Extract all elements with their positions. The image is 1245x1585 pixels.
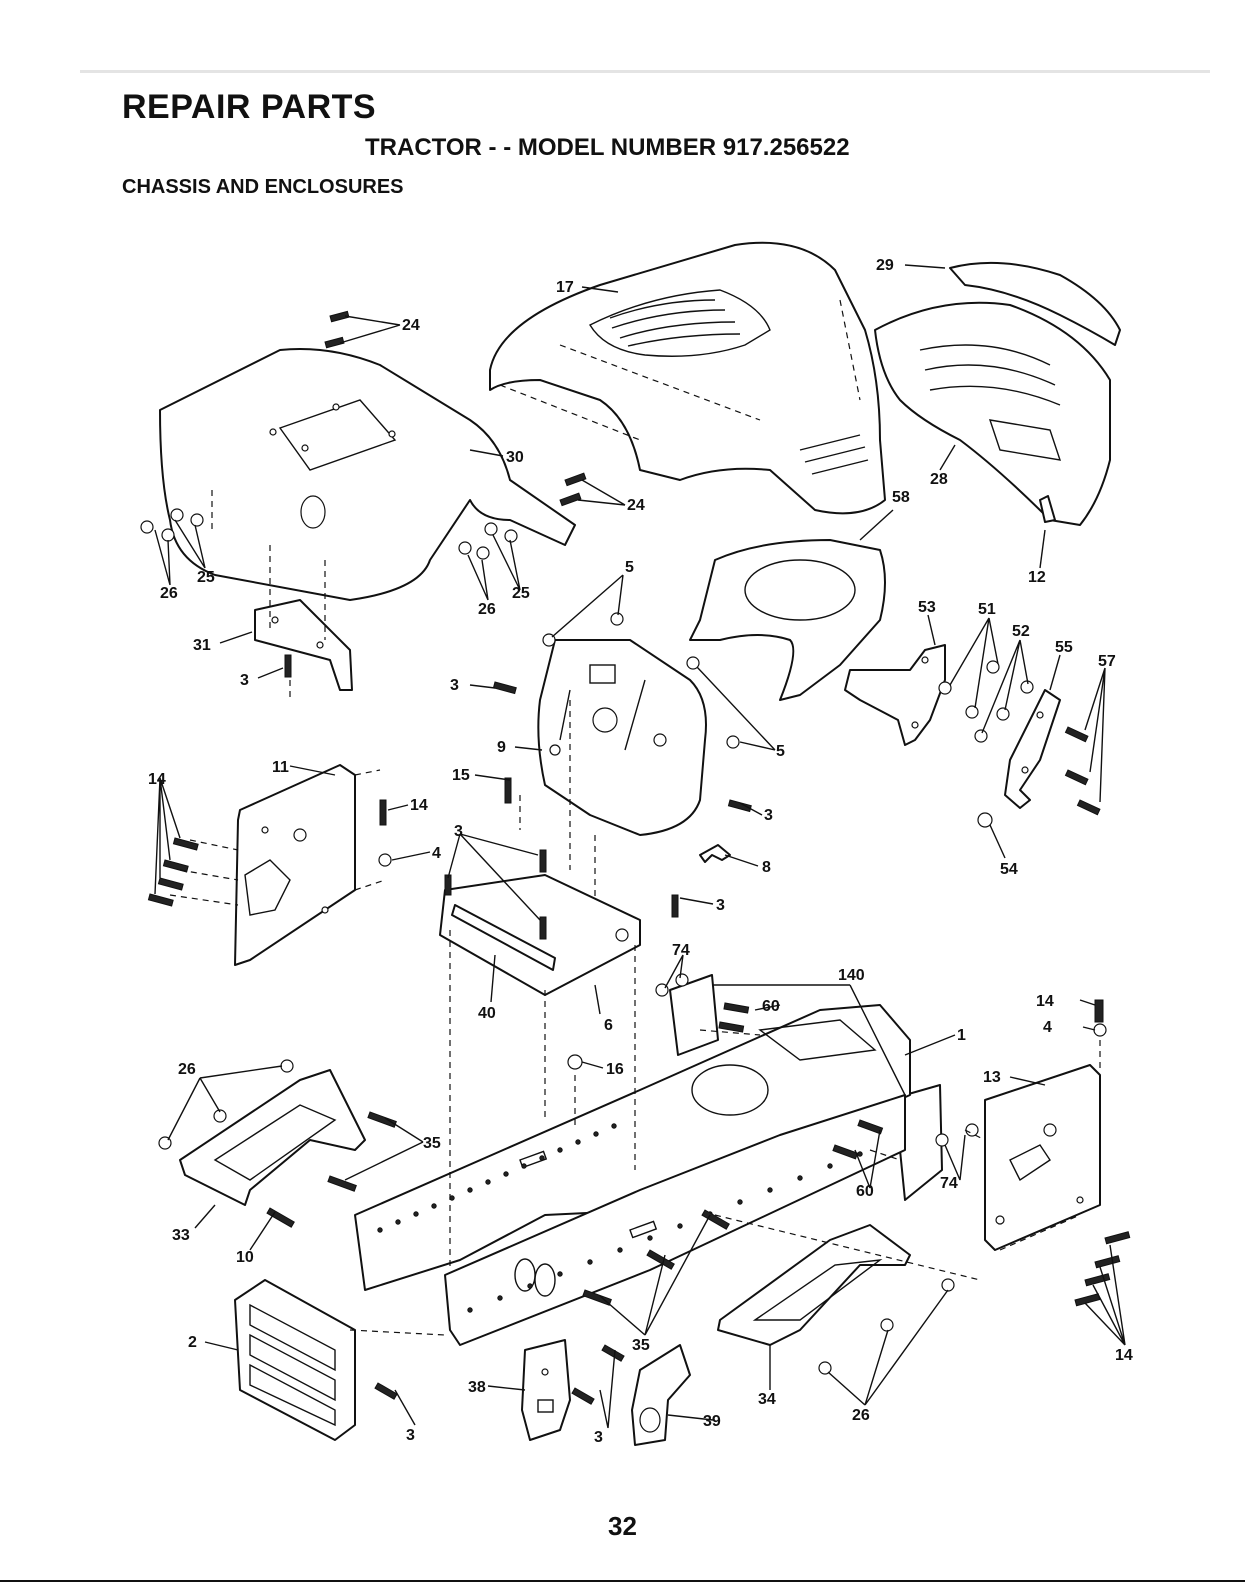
frame-hole [486, 1180, 490, 1184]
callout-28: 28 [930, 471, 948, 488]
callout-24: 24 [402, 317, 420, 334]
frame-hole [378, 1228, 382, 1232]
callout-74: 74 [672, 942, 690, 959]
part-53-bracket [845, 645, 945, 745]
part-11-left-panel [235, 765, 355, 965]
part-28-grille [875, 303, 1110, 525]
callout-26: 26 [160, 585, 178, 602]
frame-hole [468, 1308, 472, 1312]
frame-hole [522, 1164, 526, 1168]
part-13-right-panel [985, 1065, 1100, 1250]
frame-hole [618, 1248, 622, 1252]
callout-58: 58 [892, 489, 910, 506]
callout-3: 3 [450, 677, 459, 694]
callout-8: 8 [762, 859, 771, 876]
callout-1: 1 [957, 1027, 966, 1044]
callout-9: 9 [497, 739, 506, 756]
callout-3: 3 [240, 672, 249, 689]
callout-16: 16 [606, 1061, 624, 1078]
frame-hole [612, 1124, 616, 1128]
callout-4: 4 [432, 845, 441, 862]
frame-hole [468, 1188, 472, 1192]
callout-5: 5 [625, 559, 634, 576]
part-8-clip [700, 845, 730, 862]
frame-hole [414, 1212, 418, 1216]
callout-40: 40 [478, 1005, 496, 1022]
callout-35: 35 [632, 1337, 650, 1354]
callout-30: 30 [506, 449, 524, 466]
frame-hole [498, 1296, 502, 1300]
callout-14: 14 [1115, 1347, 1133, 1364]
frame-hole [828, 1164, 832, 1168]
part-9-dash-housing [538, 640, 706, 835]
callout-11: 11 [272, 759, 289, 776]
page-number: 32 [0, 1511, 1245, 1542]
callout-3: 3 [764, 807, 773, 824]
callout-15: 15 [452, 767, 470, 784]
callout-60: 60 [762, 998, 780, 1015]
callout-5: 5 [776, 743, 785, 760]
frame-hole [858, 1152, 862, 1156]
part-55-pivot-bracket [1005, 690, 1060, 808]
callout-29: 29 [876, 257, 894, 274]
callout-57: 57 [1098, 653, 1116, 670]
callout-34: 34 [758, 1391, 776, 1408]
part-38-bracket [522, 1340, 570, 1440]
callout-39: 39 [703, 1413, 721, 1430]
callout-13: 13 [983, 1069, 1001, 1086]
frame-hole [768, 1188, 772, 1192]
frame-hole [738, 1200, 742, 1204]
frame-hole [528, 1284, 532, 1288]
bottom-rule [0, 1580, 1245, 1582]
frame-hole [594, 1132, 598, 1136]
callout-31: 31 [193, 637, 211, 654]
callout-3: 3 [594, 1429, 603, 1446]
part-17-hood [490, 243, 885, 514]
callout-3: 3 [454, 823, 463, 840]
callout-4: 4 [1043, 1019, 1052, 1036]
callout-10: 10 [236, 1249, 254, 1266]
frame-hole [576, 1140, 580, 1144]
callout-55: 55 [1055, 639, 1073, 656]
callout-51: 51 [978, 601, 996, 618]
callout-52: 52 [1012, 623, 1030, 640]
callout-2: 2 [188, 1334, 197, 1351]
callout-25: 25 [197, 569, 215, 586]
part-39-bracket [632, 1345, 690, 1445]
callout-6: 6 [604, 1017, 613, 1034]
part-30-dash-panel [160, 349, 575, 600]
callout-3: 3 [716, 897, 725, 914]
callout-38: 38 [468, 1379, 486, 1396]
callout-53: 53 [918, 599, 936, 616]
callout-35: 35 [423, 1135, 441, 1152]
callout-26: 26 [478, 601, 496, 618]
callout-25: 25 [512, 585, 530, 602]
callout-17: 17 [556, 279, 574, 296]
frame-hole [504, 1172, 508, 1176]
callout-3: 3 [406, 1427, 415, 1444]
callout-140: 140 [838, 967, 865, 984]
callout-14: 14 [410, 797, 428, 814]
frame-hole [558, 1272, 562, 1276]
frame-hole [432, 1204, 436, 1208]
callout-74: 74 [940, 1175, 958, 1192]
callout-14: 14 [148, 771, 166, 788]
frame-hole [648, 1236, 652, 1240]
callout-33: 33 [172, 1227, 190, 1244]
frame-hole [558, 1148, 562, 1152]
frame-hole [540, 1156, 544, 1160]
callout-12: 12 [1028, 569, 1046, 586]
callout-60: 60 [856, 1183, 874, 1200]
callout-54: 54 [1000, 861, 1018, 878]
callout-14: 14 [1036, 993, 1054, 1010]
part-2-front-plate [235, 1280, 355, 1440]
callout-26: 26 [852, 1407, 870, 1424]
frame-hole [798, 1176, 802, 1180]
frame-hole [678, 1224, 682, 1228]
callout-24: 24 [627, 497, 645, 514]
frame-hole [588, 1260, 592, 1264]
callout-26: 26 [178, 1061, 196, 1078]
frame-hole [396, 1220, 400, 1224]
